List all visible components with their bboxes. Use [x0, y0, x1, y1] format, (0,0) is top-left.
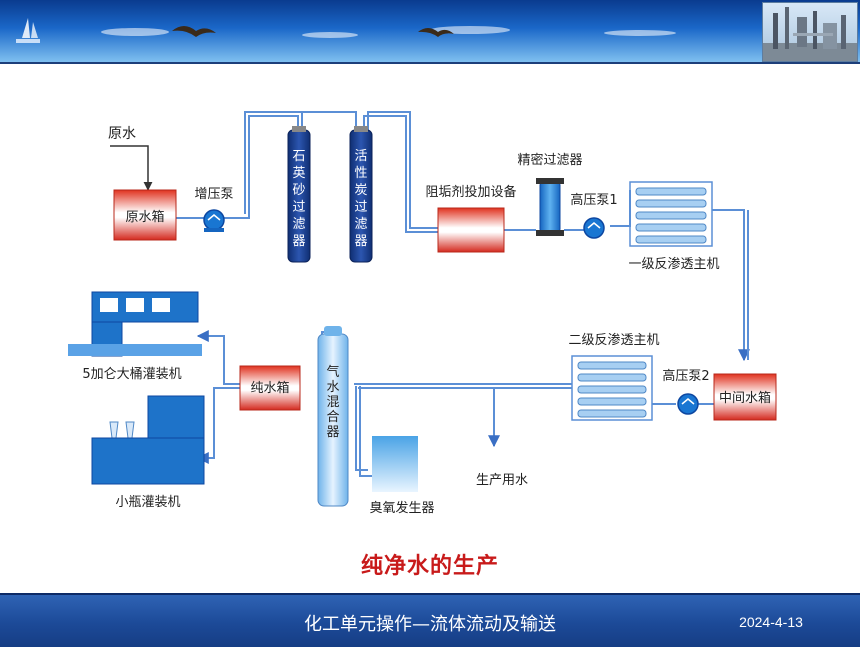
raw-water-tank: 原水箱 [113, 189, 177, 241]
footer-bar: 化工单元操作—流体流动及输送 2024-4-13 [0, 593, 860, 647]
quartz-sand-filter: 石英砂过滤器 [287, 126, 311, 263]
label-ro-stage-2: 二级反渗透主机 [568, 333, 659, 348]
high-pressure-pump-1: 高压泵1 [570, 192, 618, 239]
label-ozone-generator: 臭氧发生器 [369, 500, 434, 516]
label-ro-stage-1: 一级反渗透主机 [628, 257, 719, 272]
activated-carbon-filter: 活性炭过滤器 [349, 126, 373, 263]
label-gas-water-mixer: 气水混合器 [326, 364, 339, 440]
antiscalant-dosing-unit: 阻垢剂投加设备 [425, 184, 517, 253]
label-raw-water-tank: 原水箱 [125, 209, 164, 225]
label-antiscalant: 阻垢剂投加设备 [425, 184, 516, 200]
label-quartz-filter: 石英砂过滤器 [292, 149, 305, 249]
footer-date: 2024-4-13 [739, 614, 803, 630]
label-bucket-filler: 5加仑大桶灌装机 [82, 367, 181, 382]
label-booster-pump: 增压泵 [194, 187, 233, 202]
header-banner [0, 0, 860, 62]
ro-stage-1-unit: 一级反渗透主机 [628, 181, 720, 272]
bottle-filling-machine: 小瓶灌装机 [91, 395, 205, 510]
label-pure-water-tank: 纯水箱 [250, 380, 289, 396]
booster-pump: 增压泵 [194, 187, 234, 232]
pure-water-tank: 纯水箱 [239, 365, 301, 411]
slide-caption: 纯净水的生产 [360, 553, 499, 579]
label-middle-tank: 中间水箱 [719, 390, 771, 406]
bucket-filling-machine: 5加仑大桶灌装机 [68, 291, 202, 382]
label-hp-pump-2: 高压泵2 [662, 368, 709, 384]
label-carbon-filter: 活性炭过滤器 [354, 149, 367, 249]
high-pressure-pump-2: 高压泵2 [662, 368, 710, 415]
footer-title: 化工单元操作—流体流动及输送 [304, 614, 556, 635]
label-hp-pump-1: 高压泵1 [570, 192, 617, 208]
process-diagram: 原水 原水箱 增压泵 石英砂过滤器 活性炭过滤器 阻垢剂投加设备 [64, 86, 781, 538]
middle-water-tank: 中间水箱 [713, 373, 777, 421]
label-process-water: 生产用水 [476, 473, 528, 488]
gas-water-mixer: 气水混合器 [317, 326, 349, 507]
ro-stage-2-unit: 二级反渗透主机 [568, 333, 660, 421]
bird-icon [172, 26, 454, 37]
flow-diagram: 原水 原水箱 增压泵 石英砂过滤器 活性炭过滤器 阻垢剂投加设备 [68, 111, 777, 516]
label-precision-filter: 精密过滤器 [517, 152, 582, 168]
ozone-generator: 臭氧发生器 [369, 436, 435, 516]
label-raw-water: 原水 [108, 126, 136, 142]
header-decoration [16, 18, 676, 43]
factory-photo [762, 2, 858, 62]
header-rule [0, 62, 860, 64]
pipe-network [110, 111, 750, 477]
sailboat-icon [16, 18, 40, 43]
label-bottle-filler: 小瓶灌装机 [115, 495, 180, 510]
precision-filter: 精密过滤器 [517, 152, 583, 236]
